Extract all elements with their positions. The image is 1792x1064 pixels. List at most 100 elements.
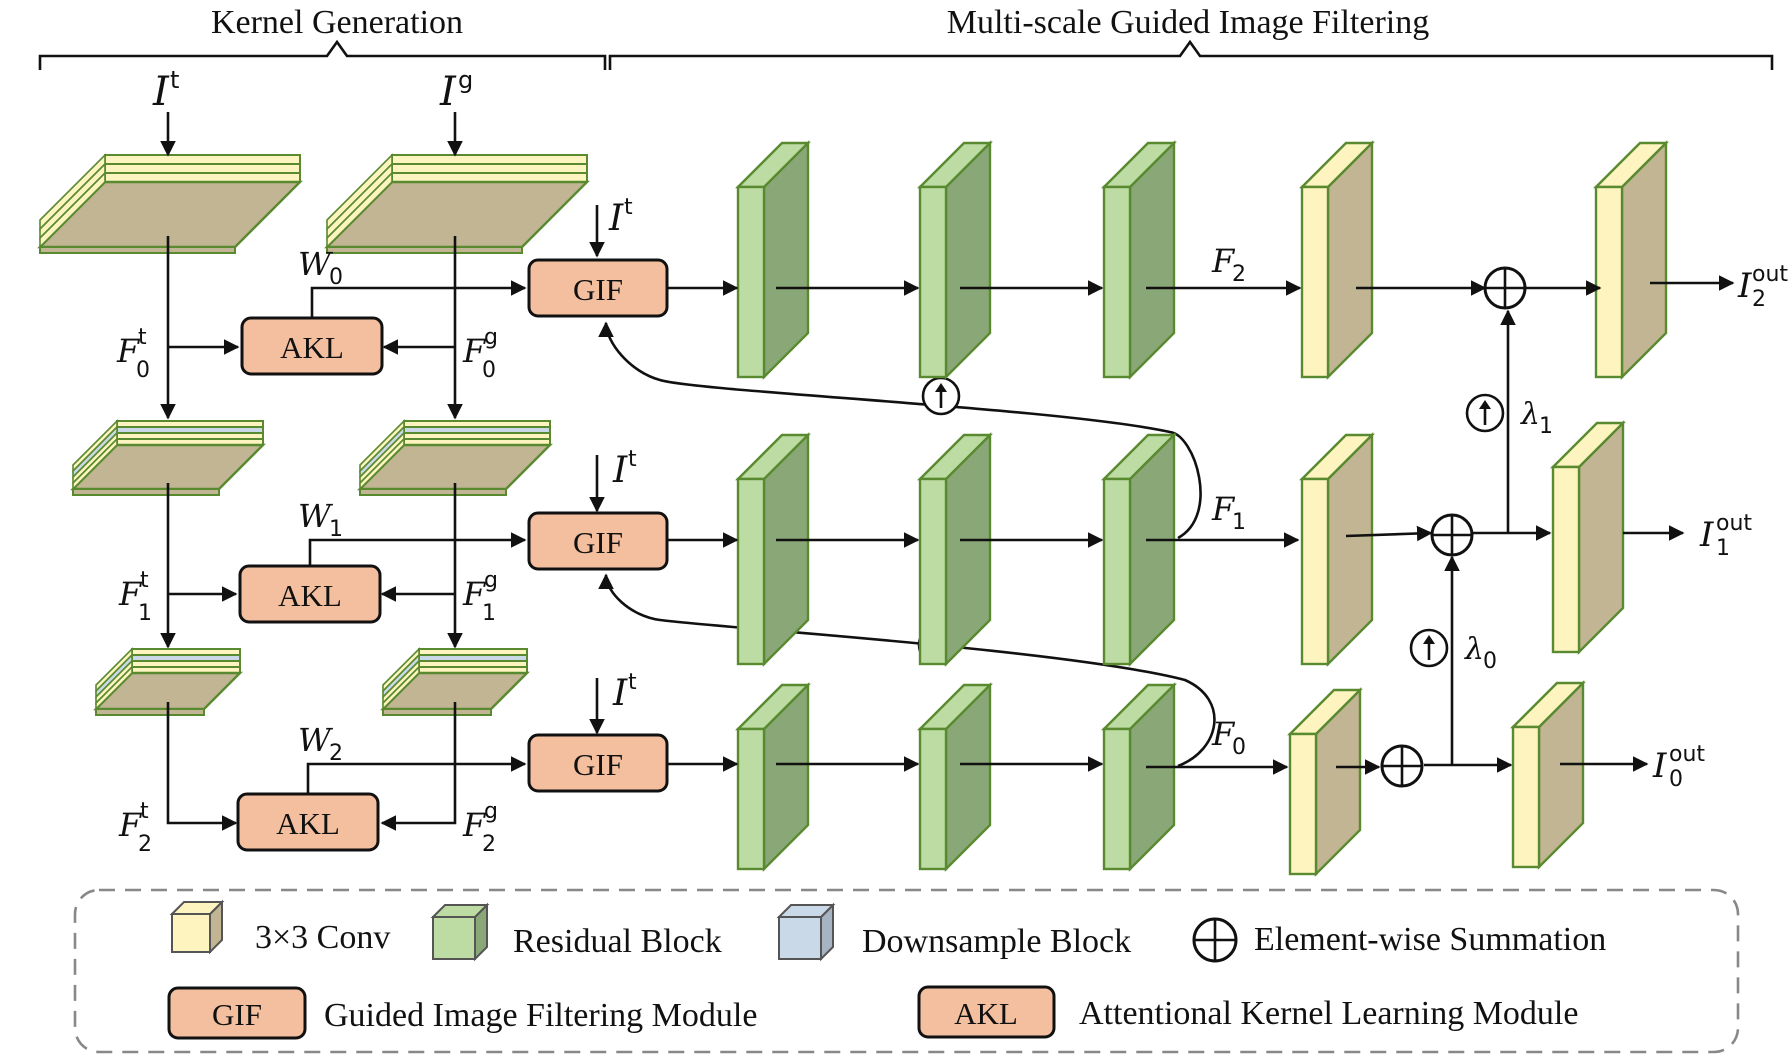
svg-text:t: t (170, 66, 179, 94)
svg-text:2: 2 (1232, 262, 1246, 287)
svg-text:W: W (298, 497, 334, 535)
legend-sum-icon (1192, 917, 1238, 963)
svg-text:I: I (612, 450, 628, 491)
svg-text:1: 1 (329, 517, 343, 542)
svg-text:0: 0 (136, 358, 150, 383)
legend-frame (73, 888, 1740, 1054)
encoder-feature-stacks (37, 153, 590, 716)
svg-text:t: t (628, 670, 637, 695)
svg-text:GIF: GIF (573, 747, 623, 782)
svg-text:W: W (298, 245, 334, 283)
lambda-label-0: λ 0 (1464, 632, 1497, 674)
akl-module-2: AKL (236, 792, 380, 852)
svg-text:0: 0 (1669, 767, 1683, 792)
svg-text:F: F (118, 575, 143, 613)
svg-text:t: t (140, 799, 149, 824)
svg-text:λ: λ (1520, 397, 1540, 432)
feature-label-f1g: F g 1 (462, 568, 498, 626)
svg-text:AKL: AKL (276, 806, 340, 841)
sum-node-middle (1430, 513, 1474, 557)
svg-text:AKL: AKL (280, 330, 344, 365)
feature-label-f0g: F g 0 (462, 325, 498, 383)
svg-text:AKL: AKL (954, 996, 1018, 1031)
stack-guide-1 (357, 419, 553, 496)
svg-text:F: F (116, 332, 141, 370)
lambda-upsample-icon-1 (1465, 393, 1505, 433)
filter-label-f0: F 0 (1211, 715, 1246, 760)
svg-text:0: 0 (1232, 735, 1246, 760)
kernel-generation-title: Kernel Generation (211, 4, 463, 41)
svg-text:I: I (439, 69, 457, 115)
akl-module-0: AKL (240, 316, 384, 376)
svg-text:t: t (624, 195, 633, 220)
svg-text:I: I (1652, 746, 1667, 786)
conv-block-mid-b (1550, 420, 1626, 655)
svg-text:F: F (462, 575, 487, 613)
sum-node-bottom (1380, 744, 1424, 788)
svg-text:0: 0 (329, 265, 343, 290)
svg-text:0: 0 (1483, 649, 1497, 674)
svg-text:1: 1 (482, 601, 496, 626)
svg-text:F: F (1211, 490, 1236, 528)
svg-text:t: t (140, 568, 149, 593)
svg-text:I: I (1737, 266, 1752, 306)
feature-label-f2g: F g 2 (462, 799, 498, 857)
stack-target-0 (37, 153, 303, 254)
legend-gif-swatch: GIF (167, 986, 307, 1040)
svg-text:I: I (1699, 515, 1714, 555)
weight-label-w1: W 1 (298, 497, 343, 542)
feature-label-f0t: F t 0 (116, 325, 150, 383)
svg-text:out: out (1716, 511, 1752, 536)
svg-text:t: t (138, 325, 147, 350)
residual-block-top-2 (1101, 140, 1177, 380)
svg-text:GIF: GIF (573, 272, 623, 307)
feature-label-f1t: F t 1 (118, 568, 152, 626)
gif-module-0: I t GIF (527, 195, 669, 318)
svg-text:0: 0 (482, 358, 496, 383)
weight-label-w0: W 0 (298, 245, 343, 290)
residual-block-bot-2 (1101, 682, 1177, 872)
svg-text:2: 2 (329, 741, 343, 766)
weight-label-w2: W 2 (298, 721, 343, 766)
svg-text:F: F (462, 332, 487, 370)
svg-text:F: F (118, 806, 143, 844)
svg-text:GIF: GIF (212, 997, 262, 1032)
conv-block-mid-a (1299, 432, 1375, 667)
multiscale-brace (608, 39, 1774, 70)
conv-block-bot-a (1287, 687, 1363, 877)
legend-akl-label: Attentional Kernel Learning Module (1079, 995, 1578, 1032)
svg-text:g: g (458, 66, 473, 94)
legend-residual-label: Residual Block (513, 923, 722, 960)
gif-module-1: I t GIF (527, 447, 669, 571)
filter-label-f1: F 1 (1211, 490, 1246, 535)
stack-guide-2 (380, 647, 530, 716)
residual-block-bot-0 (735, 682, 811, 872)
residual-block-mid-0 (735, 432, 811, 667)
kernel-generation-brace (38, 39, 607, 70)
legend-akl-swatch: AKL (917, 985, 1056, 1039)
kernel-stream-arrows (160, 112, 463, 831)
legend-conv-label: 3×3 Conv (255, 919, 390, 956)
svg-text:1: 1 (1716, 536, 1730, 561)
residual-block-top-0 (735, 140, 811, 380)
stack-target-1 (70, 419, 266, 496)
lambda-label-1: λ 1 (1520, 397, 1553, 439)
feature-label-f2t: F t 2 (118, 799, 152, 857)
filter-label-f2: F 2 (1211, 242, 1246, 287)
svg-text:F: F (462, 806, 487, 844)
residual-block-bot-1 (917, 682, 993, 872)
svg-text:F: F (1211, 715, 1236, 753)
svg-text:2: 2 (138, 832, 152, 857)
akl-module-1: AKL (238, 564, 382, 624)
svg-text:AKL: AKL (278, 578, 342, 613)
svg-text:1: 1 (1539, 414, 1553, 439)
svg-text:2: 2 (482, 832, 496, 857)
input-guide-label: I g (439, 66, 473, 115)
svg-text:t: t (628, 447, 637, 472)
multiscale-title: Multi-scale Guided Image Filtering (947, 4, 1430, 41)
residual-block-mid-1 (917, 432, 993, 667)
svg-text:out: out (1752, 262, 1788, 287)
input-target-label: I t (152, 66, 179, 115)
svg-text:2: 2 (1752, 287, 1766, 312)
svg-text:g: g (484, 568, 498, 593)
